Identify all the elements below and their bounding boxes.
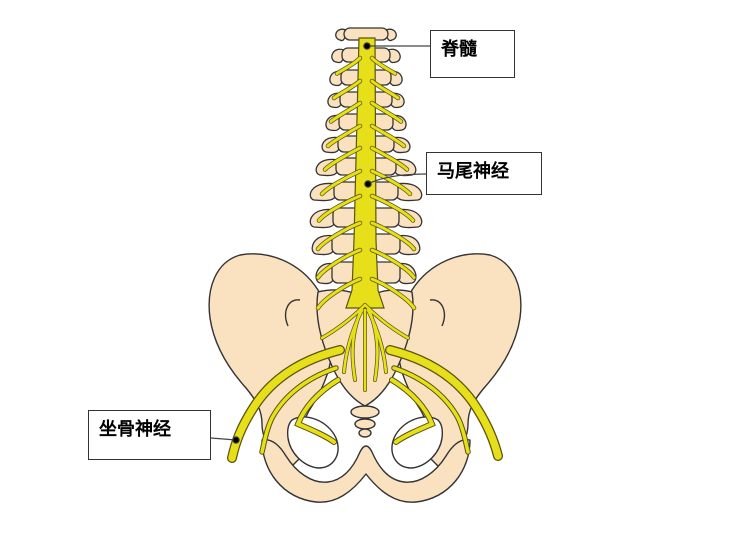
nerve-root xyxy=(332,79,362,100)
nerve-root xyxy=(317,194,362,222)
label-cauda-equina: 马尾神经 xyxy=(426,152,542,195)
nerve-root xyxy=(320,169,362,196)
pubic-ring xyxy=(261,439,471,503)
nerve-root xyxy=(370,79,400,100)
nerve-root xyxy=(370,248,416,279)
nerve-root xyxy=(370,101,403,123)
right-sciatic-nerve xyxy=(386,346,502,460)
nerve-root xyxy=(316,221,362,251)
nerve-root xyxy=(370,124,406,148)
nerve-root xyxy=(323,146,362,171)
right-obturator-foramen xyxy=(391,416,444,469)
nerve-root xyxy=(370,146,409,171)
label-spinal-cord: 脊髓 xyxy=(430,30,515,78)
nerve-root xyxy=(326,124,362,148)
nerve-root xyxy=(370,277,416,310)
nerve-root xyxy=(316,277,362,310)
leader-lines xyxy=(210,42,430,444)
nerve-root xyxy=(370,194,415,222)
label-sciatic-nerve: 坐骨神经 xyxy=(88,410,211,460)
nerve-root xyxy=(370,169,412,196)
nerve-root xyxy=(329,101,362,123)
nerve-root xyxy=(335,56,362,75)
nerve-root xyxy=(316,248,362,279)
left-obturator-foramen xyxy=(286,416,339,469)
nerve-root xyxy=(370,221,416,251)
nerve-root xyxy=(370,56,397,75)
